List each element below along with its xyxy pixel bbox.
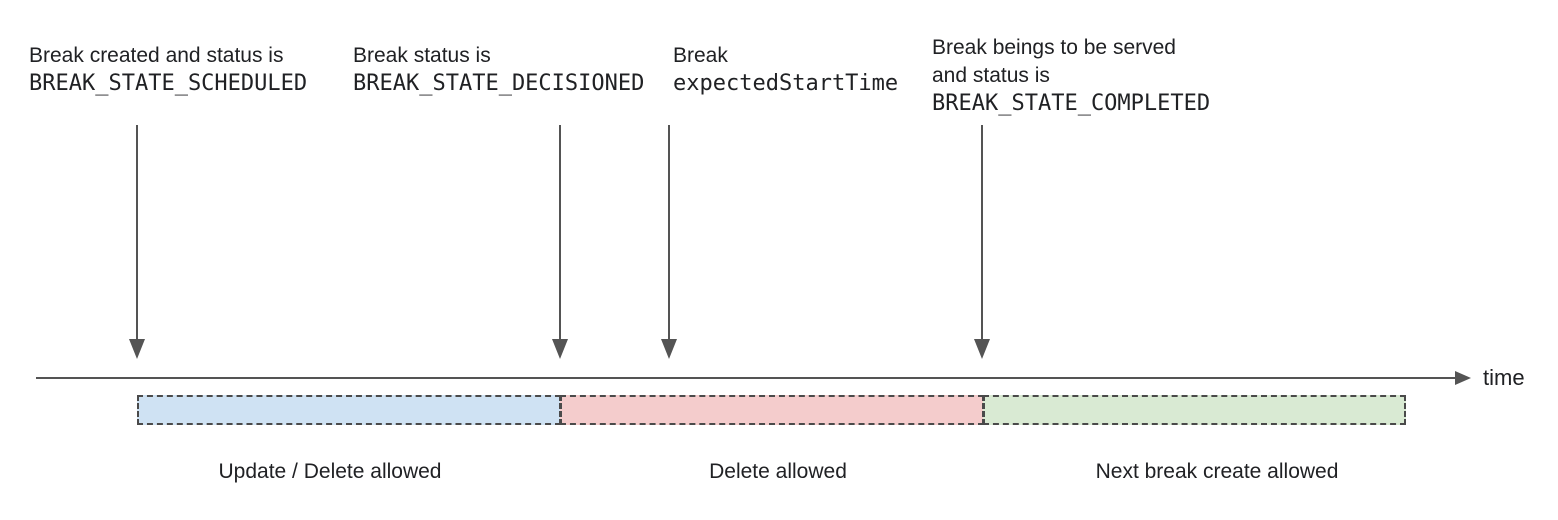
annotation-text: and status is [932, 64, 1050, 87]
arrow-shaft [981, 125, 983, 341]
arrow-shaft [136, 125, 138, 341]
annotation-field-code: expectedStartTime [673, 71, 899, 96]
down-arrow-expected-start-time [661, 125, 677, 359]
arrow-down-head-icon [129, 339, 145, 359]
time-axis-line [36, 377, 1456, 379]
annotation-text: Break status is [353, 44, 491, 67]
arrow-down-head-icon [661, 339, 677, 359]
annotation-state-code: BREAK_STATE_SCHEDULED [29, 71, 308, 96]
segment-label-update-delete: Update / Delete allowed [218, 460, 442, 483]
segment-update-delete-allowed [137, 395, 561, 425]
annotation-state-code: BREAK_STATE_DECISIONED [353, 71, 645, 96]
annotation-break-scheduled: Break created and status is BREAK_STATE_… [29, 42, 307, 98]
down-arrow-break-decisioned [552, 125, 568, 359]
time-axis-label: time [1483, 365, 1525, 390]
annotation-break-decisioned: Break status is BREAK_STATE_DECISIONED [353, 42, 644, 98]
segment-label-delete: Delete allowed [709, 460, 847, 483]
time-axis-arrowhead-icon [1455, 371, 1471, 385]
arrow-shaft [668, 125, 670, 341]
annotation-text: Break beings to be served [932, 36, 1176, 59]
segment-label-next-break-create: Next break create allowed [1095, 460, 1339, 483]
annotation-expected-start-time: Break expectedStartTime [673, 42, 898, 98]
segment-delete-allowed [560, 395, 984, 425]
annotation-break-completed: Break beings to be served and status is … [932, 34, 1210, 118]
down-arrow-break-completed [974, 125, 990, 359]
annotation-text: Break created and status is [29, 44, 284, 67]
arrow-down-head-icon [974, 339, 990, 359]
arrow-down-head-icon [552, 339, 568, 359]
annotation-state-code: BREAK_STATE_COMPLETED [932, 91, 1211, 116]
down-arrow-break-scheduled [129, 125, 145, 359]
annotation-text: Break [673, 44, 728, 67]
arrow-shaft [559, 125, 561, 341]
segment-next-break-create-allowed [983, 395, 1406, 425]
